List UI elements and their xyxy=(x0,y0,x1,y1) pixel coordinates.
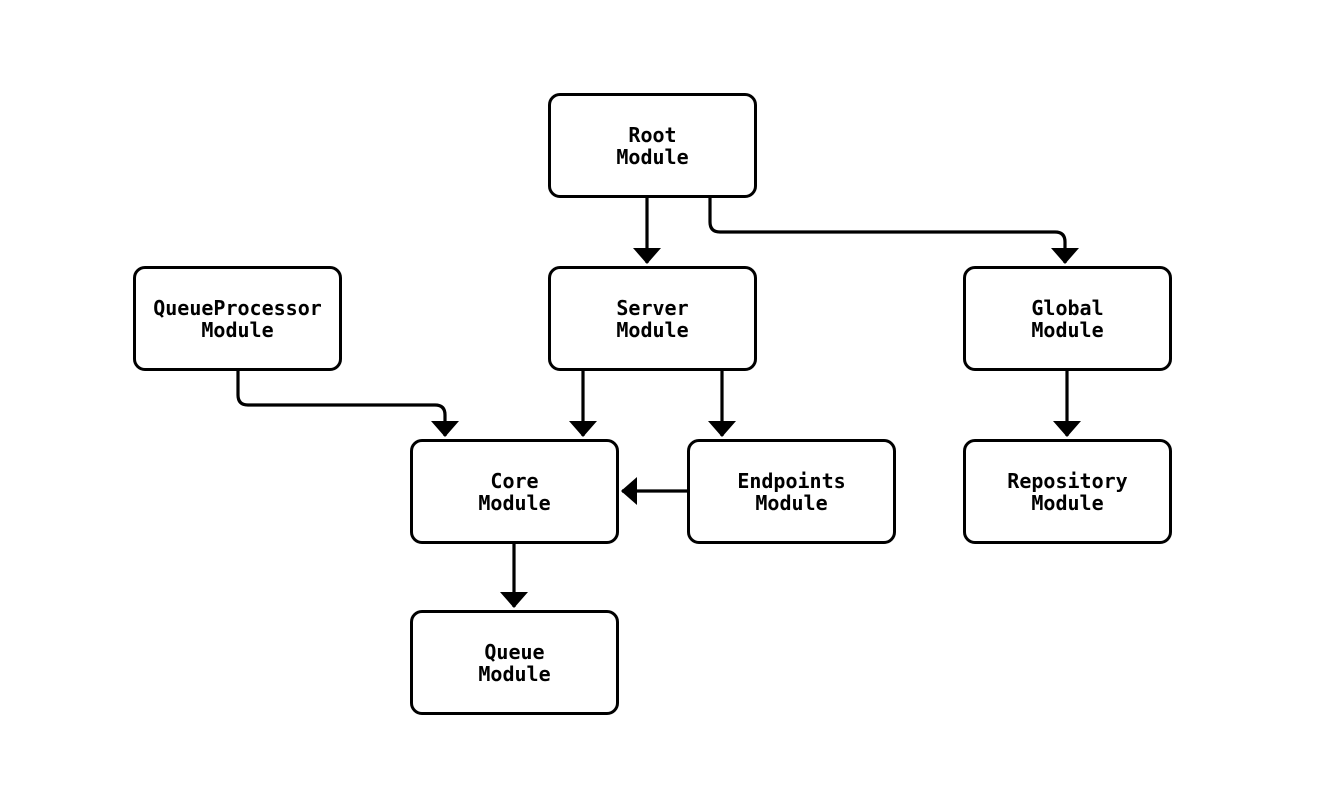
node-endpoints-module: Endpoints Module xyxy=(687,439,896,544)
node-label: Endpoints Module xyxy=(737,468,846,515)
node-repository-module: Repository Module xyxy=(963,439,1172,544)
node-root-module: Root Module xyxy=(548,93,757,198)
node-server-module: Server Module xyxy=(548,266,757,371)
node-label: Core Module xyxy=(478,468,551,515)
node-queue-module: Queue Module xyxy=(410,610,619,715)
node-label: QueueProcessor Module xyxy=(153,295,322,342)
node-label: Repository Module xyxy=(1007,468,1128,515)
edge-queueprocessor-to-core xyxy=(236,370,459,437)
node-label: Queue Module xyxy=(478,639,551,686)
edge-root-to-global xyxy=(708,198,1079,264)
node-label: Server Module xyxy=(616,295,689,342)
node-core-module: Core Module xyxy=(410,439,619,544)
node-label: Global Module xyxy=(1031,295,1104,342)
node-global-module: Global Module xyxy=(963,266,1172,371)
node-label: Root Module xyxy=(616,122,689,169)
node-queueprocessor-module: QueueProcessor Module xyxy=(133,266,342,371)
